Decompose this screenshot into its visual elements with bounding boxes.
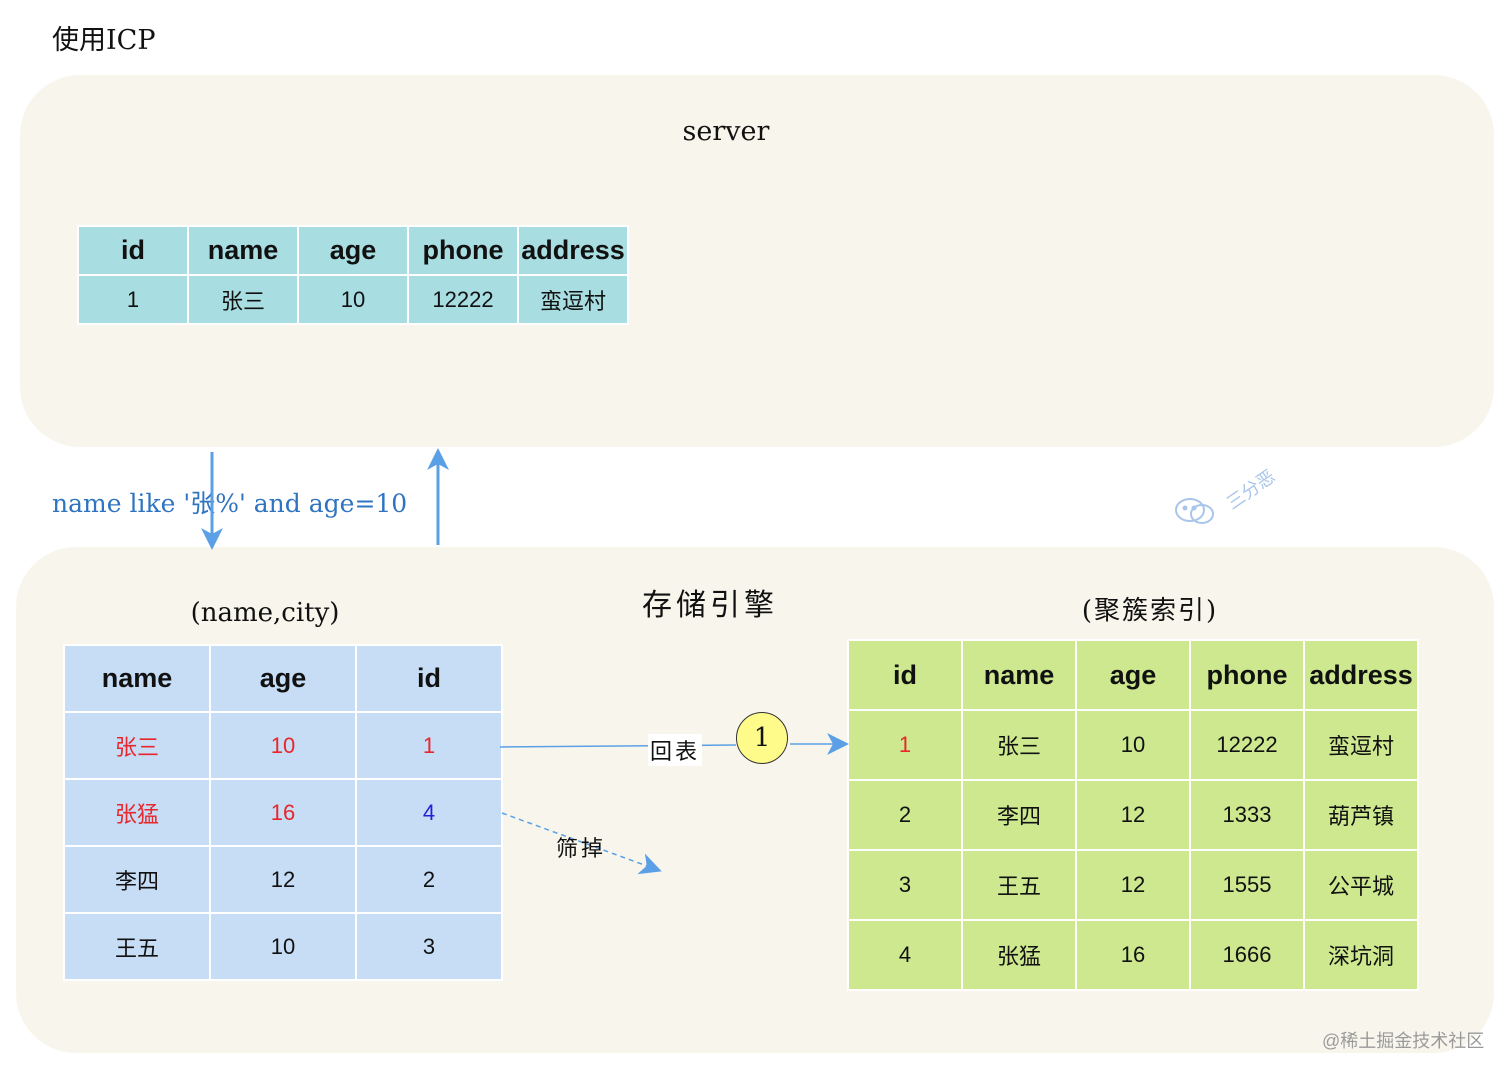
header-cell: age bbox=[1075, 639, 1191, 711]
header-cell: phone bbox=[407, 225, 519, 276]
watermark: 三分恶 bbox=[1170, 460, 1290, 535]
table-row: 李四 12 2 bbox=[63, 845, 503, 914]
filter-dashed-arrow bbox=[501, 812, 662, 875]
table-cell: 10 bbox=[209, 912, 357, 981]
header-cell: id bbox=[355, 644, 503, 713]
table-row: 张三 10 1 bbox=[63, 711, 503, 780]
query-condition-label: name like '张%' and age=10 bbox=[52, 489, 408, 518]
wechat-icon: 三分恶 bbox=[1175, 466, 1279, 524]
storage-engine-label: 存储引擎 bbox=[642, 588, 778, 623]
table-cell: 王五 bbox=[961, 849, 1077, 921]
table-row: 4 张猛 16 1666 深坑洞 bbox=[847, 919, 1419, 991]
watermark-text: 三分恶 bbox=[1223, 466, 1279, 514]
header-cell: name bbox=[63, 644, 211, 713]
table-cell: 12 bbox=[209, 845, 357, 914]
table-cell: 蛮逗村 bbox=[517, 274, 629, 325]
table-cell: 1555 bbox=[1189, 849, 1305, 921]
table-cell: 1 bbox=[355, 711, 503, 780]
table-row: 2 李四 12 1333 葫芦镇 bbox=[847, 779, 1419, 851]
back-to-table-label: 回表 bbox=[648, 734, 703, 766]
table-cell: 12 bbox=[1075, 779, 1191, 851]
table-cell: 10 bbox=[209, 711, 357, 780]
header-cell: name bbox=[187, 225, 299, 276]
table-cell: 3 bbox=[847, 849, 963, 921]
clustered-index-label: (聚簇索引) bbox=[1081, 596, 1219, 626]
table-cell: 12222 bbox=[1189, 709, 1305, 781]
header-cell: address bbox=[517, 225, 629, 276]
table-cell: 深坑洞 bbox=[1303, 919, 1419, 991]
table-row: 1 张三 10 12222 蛮逗村 bbox=[847, 709, 1419, 781]
table-cell: 张猛 bbox=[961, 919, 1077, 991]
table-cell: 10 bbox=[297, 274, 409, 325]
table-cell: 2 bbox=[847, 779, 963, 851]
secondary-index-table: name age id 张三 10 1 张猛 16 4 李四 12 2 王五 1… bbox=[63, 644, 503, 981]
secondary-index-label: (name,city) bbox=[190, 598, 340, 628]
header-cell: id bbox=[77, 225, 189, 276]
table-header-row: name age id bbox=[63, 644, 503, 713]
table-cell: 2 bbox=[355, 845, 503, 914]
table-cell: 李四 bbox=[961, 779, 1077, 851]
table-cell: 公平城 bbox=[1303, 849, 1419, 921]
table-header-row: id name age phone address bbox=[847, 639, 1419, 711]
table-row: 王五 10 3 bbox=[63, 912, 503, 981]
table-cell: 王五 bbox=[63, 912, 211, 981]
table-cell: 蛮逗村 bbox=[1303, 709, 1419, 781]
table-cell: 李四 bbox=[63, 845, 211, 914]
filter-out-label: 筛掉 bbox=[556, 837, 607, 862]
table-cell: 张三 bbox=[63, 711, 211, 780]
table-row: 张猛 16 4 bbox=[63, 778, 503, 847]
table-row: 3 王五 12 1555 公平城 bbox=[847, 849, 1419, 921]
footer-watermark: @稀土掘金技术社区 bbox=[1322, 1031, 1485, 1051]
table-cell: 张三 bbox=[187, 274, 299, 325]
table-cell: 12 bbox=[1075, 849, 1191, 921]
header-cell: age bbox=[209, 644, 357, 713]
table-cell: 1666 bbox=[1189, 919, 1305, 991]
table-header-row: id name age phone address bbox=[77, 225, 629, 276]
table-cell: 4 bbox=[847, 919, 963, 991]
table-cell: 1333 bbox=[1189, 779, 1305, 851]
table-cell: 1 bbox=[847, 709, 963, 781]
table-cell: 葫芦镇 bbox=[1303, 779, 1419, 851]
clustered-index-table: id name age phone address 1 张三 10 12222 … bbox=[847, 639, 1419, 991]
table-cell: 张猛 bbox=[63, 778, 211, 847]
server-label: server bbox=[682, 116, 770, 147]
table-cell: 1 bbox=[77, 274, 189, 325]
header-cell: address bbox=[1303, 639, 1419, 711]
step-number-badge: 1 bbox=[736, 712, 788, 764]
header-cell: id bbox=[847, 639, 963, 711]
page-title: 使用ICP bbox=[52, 25, 156, 56]
header-cell: phone bbox=[1189, 639, 1305, 711]
table-cell: 3 bbox=[355, 912, 503, 981]
table-cell: 16 bbox=[1075, 919, 1191, 991]
table-cell: 12222 bbox=[407, 274, 519, 325]
table-cell: 10 bbox=[1075, 709, 1191, 781]
server-result-table: id name age phone address 1 张三 10 12222 … bbox=[77, 225, 629, 325]
table-cell: 16 bbox=[209, 778, 357, 847]
table-row: 1 张三 10 12222 蛮逗村 bbox=[77, 274, 629, 325]
table-cell: 4 bbox=[355, 778, 503, 847]
header-cell: name bbox=[961, 639, 1077, 711]
header-cell: age bbox=[297, 225, 409, 276]
table-cell: 张三 bbox=[961, 709, 1077, 781]
